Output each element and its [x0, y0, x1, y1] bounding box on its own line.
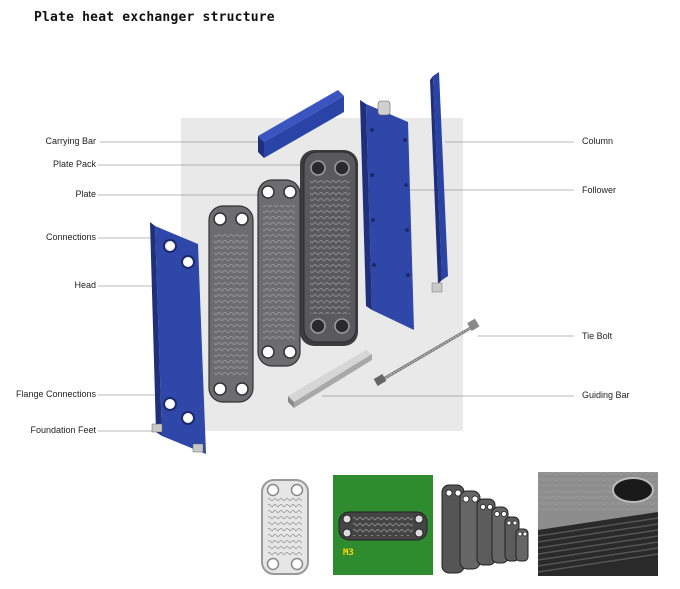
thumbnail-model-label: M3 — [343, 548, 354, 558]
plate-middle — [257, 179, 301, 367]
label-plate: Plate — [75, 189, 96, 199]
label-carrying-bar: Carrying Bar — [45, 136, 96, 146]
carrying-bar — [258, 90, 344, 158]
label-plate-pack: Plate Pack — [52, 159, 96, 169]
column — [430, 72, 448, 293]
label-foundation-feet: Foundation Feet — [30, 425, 96, 435]
guiding-bar — [288, 350, 372, 408]
thumbnail-single-plate — [261, 479, 309, 575]
leader-lines-right — [322, 141, 574, 397]
head — [150, 222, 206, 454]
label-connections: Connections — [45, 232, 96, 242]
plate-front — [208, 205, 254, 403]
label-tie-bolt: Tie Bolt — [582, 331, 613, 341]
label-flange-connections: Flange Connections — [15, 389, 96, 399]
label-column: Column — [582, 136, 614, 146]
thumbnail-green-plate: M3 — [333, 475, 433, 575]
thumbnail-plate-sizes — [441, 484, 529, 574]
page-title: Plate heat exchanger structure — [34, 10, 275, 25]
tie-bolt — [373, 318, 480, 386]
thumbnail-green-plate-drawing — [338, 511, 428, 541]
label-head: Head — [74, 280, 96, 290]
follower — [360, 100, 414, 330]
label-follower: Follower — [582, 185, 617, 195]
thumbnail-plate-closeup — [538, 472, 658, 576]
plate-pack — [300, 150, 358, 346]
label-guiding-bar: Guiding Bar — [582, 390, 630, 400]
